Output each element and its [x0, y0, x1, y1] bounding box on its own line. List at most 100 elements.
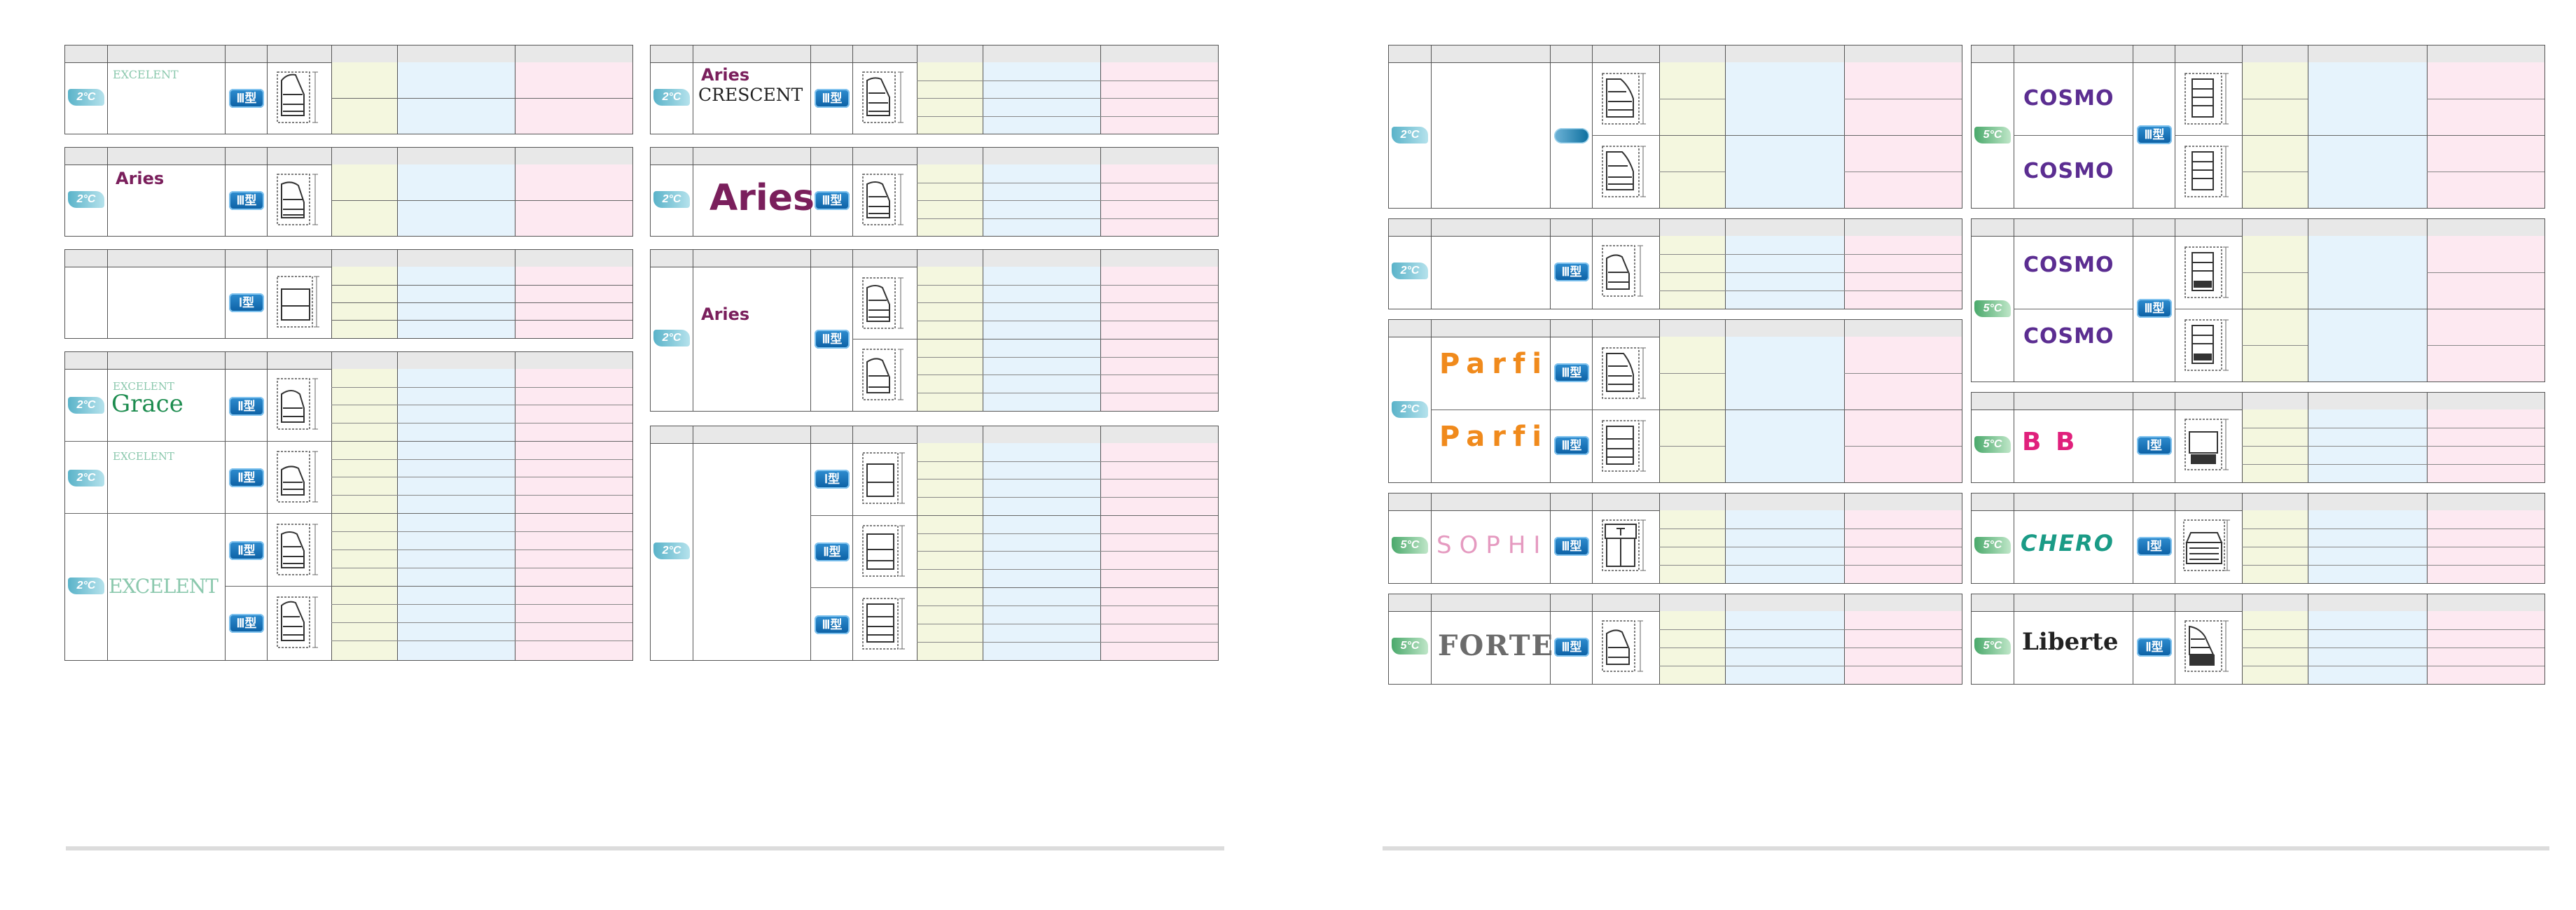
showcase-icon	[862, 598, 905, 650]
type-badge: Ⅱ型	[229, 397, 264, 416]
showcase-icon	[862, 349, 903, 400]
table-header	[1389, 320, 1962, 337]
showcase-icon	[2184, 319, 2229, 371]
showcase-icon	[1602, 420, 1646, 472]
showcase-icon	[2184, 419, 2229, 470]
showcase-icon	[277, 451, 318, 503]
page-footer-line	[66, 846, 1224, 850]
type-badge: Ⅲ型	[229, 191, 264, 210]
temperature-badge-icon: 2°C	[68, 397, 104, 414]
product-table-b: 2°C Ⅲ型	[1388, 218, 1962, 309]
showcase-icon	[2184, 146, 2229, 197]
temperature-badge-icon: 2°C	[653, 330, 690, 346]
temperature-badge-icon: 2°C	[68, 191, 104, 208]
table-header	[1389, 46, 1962, 63]
product-table-aries-2: 2°C Aries Ⅲ型	[650, 147, 1219, 237]
type-badge: Ⅰ型	[2137, 537, 2172, 556]
type-badge: Ⅲ型	[2137, 299, 2172, 318]
table-header	[1389, 493, 1962, 511]
product-table-cosmo-1: 5°C COSMO COSMO Ⅲ型	[1971, 45, 2545, 209]
series-logo: EXCELENT	[113, 68, 179, 81]
showcase-icon	[2184, 246, 2229, 298]
product-table-chero: 5°C CHERO Ⅰ型	[1971, 493, 2545, 584]
type-badge: Ⅱ型	[815, 542, 850, 561]
showcase-icon	[1602, 347, 1646, 399]
type-badge: Ⅲ型	[815, 89, 850, 108]
temperature-badge-icon: 5°C	[1392, 537, 1428, 554]
temperature-badge-icon: 2°C	[653, 89, 690, 106]
type-badge: Ⅲ型	[2137, 125, 2172, 144]
product-table-type1: Ⅰ型	[64, 249, 633, 339]
table-header	[1389, 594, 1962, 612]
series-logo: Aries	[116, 169, 165, 188]
table-header	[65, 148, 632, 165]
series-logo: EXCELENT	[113, 450, 174, 463]
showcase-icon	[277, 276, 319, 328]
series-logo: EXCELENT	[113, 380, 174, 393]
showcase-icon	[277, 71, 318, 123]
table-header	[65, 250, 632, 267]
series-logo-cosmo: COSMO	[2023, 86, 2114, 111]
product-table-sophi: 5°C SOPHI Ⅲ型	[1388, 493, 1962, 584]
table-header	[1972, 493, 2544, 511]
showcase-icon	[2184, 73, 2229, 125]
type-badge: Ⅲ型	[815, 191, 850, 210]
type-badge: Ⅲ型	[1554, 638, 1589, 657]
temperature-badge-icon: 5°C	[1392, 638, 1428, 654]
table-header	[651, 148, 1218, 165]
type-badge: Ⅲ型	[815, 330, 850, 349]
product-table-aries-crescent: 2°C Aries CRESCENT Ⅲ型	[650, 45, 1219, 134]
showcase-icon	[1602, 245, 1643, 297]
type-badge: Ⅲ型	[229, 89, 264, 108]
showcase-icon	[1602, 519, 1646, 571]
table-header	[1389, 219, 1962, 237]
showcase-icon	[277, 596, 318, 648]
series-logo-excelent: EXCELENT	[109, 575, 219, 598]
table-header	[651, 46, 1218, 63]
temperature-badge-icon: 2°C	[653, 542, 690, 559]
temperature-badge-icon: 2°C	[653, 191, 690, 208]
temperature-badge-icon: 2°C	[1392, 401, 1428, 418]
temperature-badge-icon: 5°C	[1974, 127, 2011, 144]
series-logo-cosmo: COSMO	[2023, 324, 2114, 349]
product-table-bb: 5°C B B Ⅰ型	[1971, 392, 2545, 483]
type-badge-blank	[1554, 128, 1589, 144]
table-header	[65, 46, 632, 63]
table-header	[65, 352, 632, 370]
showcase-icon	[862, 71, 903, 123]
series-logo-parfi: Parfi	[1439, 421, 1549, 453]
series-logo-crescent: CRESCENT	[698, 85, 803, 105]
type-badge: Ⅰ型	[2137, 436, 2172, 455]
table-header	[1972, 46, 2544, 63]
showcase-icon	[277, 174, 318, 225]
product-table-types: 2°C Ⅰ型 Ⅱ型 Ⅲ型	[650, 426, 1219, 661]
type-badge: Ⅲ型	[815, 615, 850, 634]
series-logo-chero: CHERO	[2021, 530, 2114, 556]
temperature-badge-icon: 2°C	[1392, 127, 1428, 144]
showcase-icon	[1602, 620, 1643, 672]
table-header	[1972, 393, 2544, 410]
type-badge: Ⅱ型	[229, 468, 264, 487]
product-table-excelent-group: 2°C EXCELENT Grace Ⅱ型 2°C EXCELENT Ⅱ型 2°…	[64, 351, 633, 661]
temperature-badge-icon: 2°C	[68, 578, 104, 594]
series-logo-cosmo: COSMO	[2023, 159, 2114, 183]
table-header	[651, 426, 1218, 444]
table-header	[651, 250, 1218, 267]
product-table-excelent-1: 2°C EXCELENT Ⅲ型	[64, 45, 633, 134]
temperature-badge-icon: 2°C	[68, 89, 104, 106]
series-logo-aries: Aries	[701, 304, 750, 324]
product-table-cosmo-2: 5°C COSMO COSMO Ⅲ型	[1971, 218, 2545, 382]
series-logo-aries: Aries	[701, 65, 750, 85]
temperature-badge-icon: 5°C	[1974, 638, 2011, 654]
showcase-icon	[2183, 519, 2230, 571]
showcase-icon	[277, 524, 318, 575]
product-table-forte: 5°C FORTE Ⅲ型	[1388, 594, 1962, 685]
series-logo-aries: Aries	[709, 177, 815, 219]
series-logo-forte: FORTE	[1438, 629, 1555, 662]
temperature-badge-icon: 5°C	[1974, 300, 2011, 317]
showcase-icon	[862, 277, 903, 329]
temperature-badge-icon: 2°C	[68, 470, 104, 486]
type-badge: Ⅱ型	[229, 541, 264, 560]
product-table-aries-1: 2°C Aries Ⅲ型	[64, 147, 633, 237]
product-table-liberte: 5°C Liberte Ⅱ型	[1971, 594, 2545, 685]
